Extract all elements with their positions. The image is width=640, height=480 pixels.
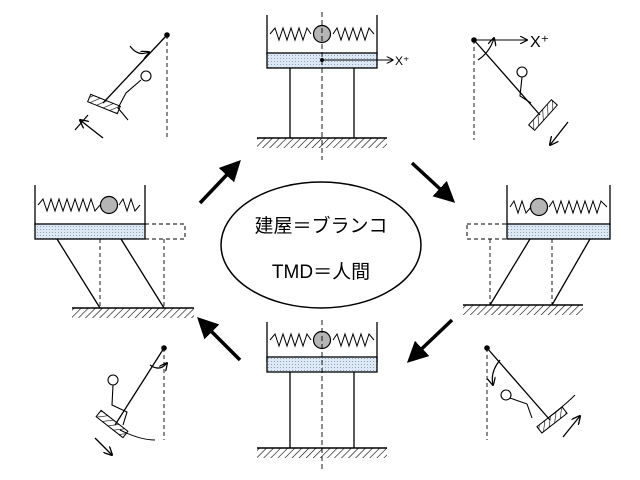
- swing-bottom-right: [484, 345, 580, 440]
- swing-axis-label: X⁺: [530, 34, 549, 51]
- swing-top-left: [74, 32, 170, 140]
- building-bottom: [257, 320, 387, 472]
- center-ellipse: 建屋＝ブランコ TMD＝人間: [220, 181, 422, 309]
- building-top: X⁺: [257, 12, 409, 160]
- center-line2: TMD＝人間: [272, 261, 370, 283]
- building-axis-label: X⁺: [395, 54, 409, 68]
- center-line1: 建屋＝ブランコ: [254, 214, 387, 237]
- swing-top-right: X⁺: [471, 34, 569, 145]
- building-left: [34, 185, 194, 318]
- cycle-arrows: [197, 159, 456, 363]
- building-right: [463, 185, 611, 315]
- swing-bottom-left: [94, 345, 167, 455]
